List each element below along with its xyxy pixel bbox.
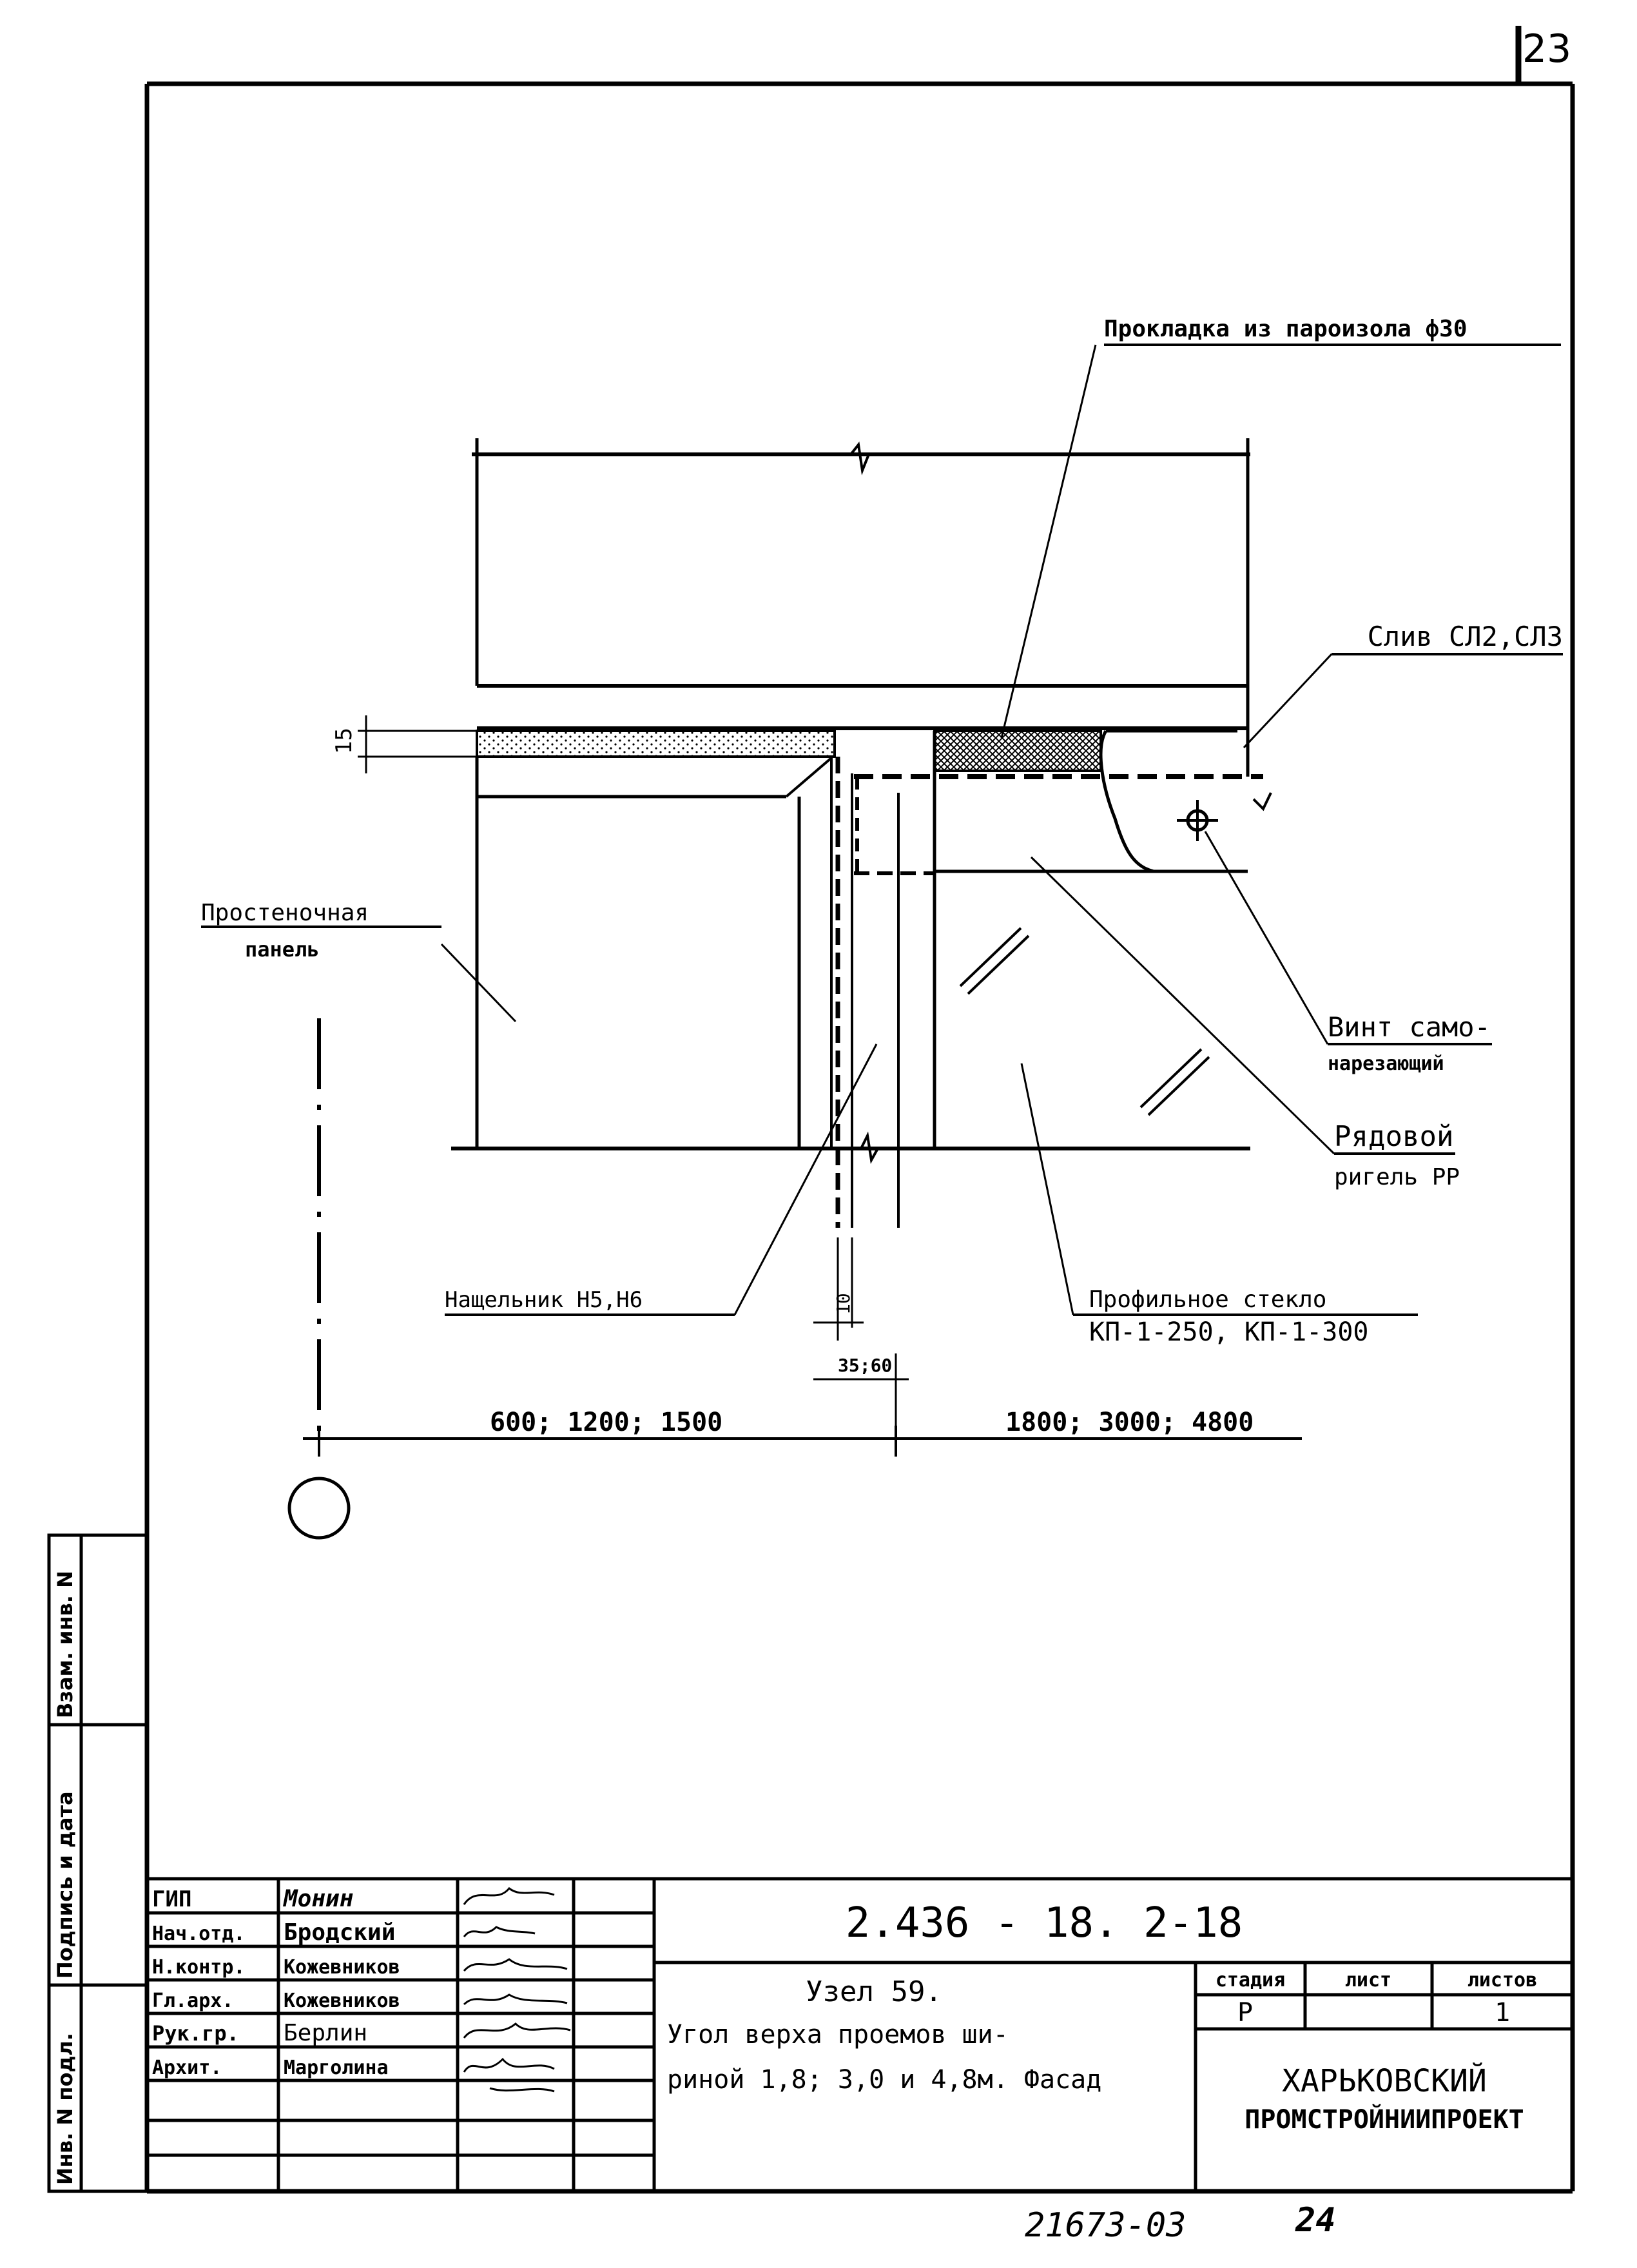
title-block-roles: ГИП Монин Нач.отд. Бродский Н.контр. Кож… xyxy=(152,1886,400,2079)
dim-right-span: 1800; 3000; 4800 xyxy=(1005,1408,1254,1437)
stage-header: стадия xyxy=(1216,1969,1285,1992)
side-stamp-replace-label: Взам. инв. N xyxy=(53,1571,77,1718)
dim-10: 10 xyxy=(833,1293,854,1315)
archive-number: 21673-03 xyxy=(1025,2206,1186,2245)
document-code: 2.436 - 18. 2-18 xyxy=(846,1899,1243,1947)
sheets-value: 1 xyxy=(1495,1998,1510,2028)
role-label: ГИП xyxy=(152,1886,191,1912)
signatures xyxy=(463,1886,571,2093)
sheet-frame xyxy=(144,26,1575,2194)
page-number: 24 xyxy=(1295,2201,1336,2240)
dim-left-span: 600; 1200; 1500 xyxy=(490,1408,722,1437)
title-block xyxy=(147,1877,1573,2191)
label-trim: Нащельник Н5,Н6 xyxy=(445,1287,643,1313)
construction-detail xyxy=(201,344,1563,1540)
role-name: Монин xyxy=(283,1886,353,1912)
sheet-number: 23 xyxy=(1522,26,1571,72)
title-line-2: Угол верха проемов ши- xyxy=(667,2020,1009,2050)
role-label: Рук.гр. xyxy=(152,2021,239,2046)
label-rail-2: ригель РР xyxy=(1334,1164,1460,1190)
role-label: Гл.арх. xyxy=(152,1990,233,2012)
side-stamp-sign-label: Подпись и дата xyxy=(53,1791,77,1979)
label-rail-1: Рядовой xyxy=(1334,1120,1453,1153)
org-line-1: ХАРЬКОВСКИЙ xyxy=(1282,2062,1487,2099)
label-gasket: Прокладка из пароизола ф30 xyxy=(1104,316,1467,342)
side-stamp-inv-label: Инв. N подл. xyxy=(53,2033,77,2185)
role-name: Бродский xyxy=(284,1919,395,1946)
dim-15: 15 xyxy=(331,728,357,754)
title-line-1: Узел 59. xyxy=(806,1975,942,2008)
label-glass-1: Профильное стекло xyxy=(1089,1286,1326,1313)
sheets-header: листов xyxy=(1467,1969,1537,1992)
role-name: Марголина xyxy=(284,2057,389,2079)
org-line-2: ПРОМСТРОЙНИИПРОЕКТ xyxy=(1245,2104,1524,2135)
label-drip: Слив СЛ2,СЛ3 xyxy=(1368,621,1563,652)
label-panel-1: Простеночная xyxy=(201,900,369,926)
role-label: Нач.отд. xyxy=(152,1923,246,1945)
sheet-header: лист xyxy=(1345,1969,1391,1992)
label-panel-2: панель xyxy=(245,937,320,962)
side-stamp xyxy=(47,1533,149,2193)
role-name: Кожевников xyxy=(284,1956,400,1979)
label-screw-2: нарезающий xyxy=(1328,1052,1444,1075)
label-glass-2: КП-1-250, КП-1-300 xyxy=(1089,1317,1368,1347)
dim-35-60: 35;60 xyxy=(838,1355,892,1376)
role-name: Кожевников xyxy=(284,1990,400,2012)
role-label: Н.контр. xyxy=(152,1956,246,1979)
role-name: Берлин xyxy=(284,2020,367,2046)
title-line-3: риной 1,8; 3,0 и 4,8м. Фасад xyxy=(667,2065,1101,2095)
stage-value: Р xyxy=(1237,1998,1253,2028)
role-label: Архит. xyxy=(152,2057,222,2079)
label-screw-1: Винт само- xyxy=(1328,1011,1491,1043)
